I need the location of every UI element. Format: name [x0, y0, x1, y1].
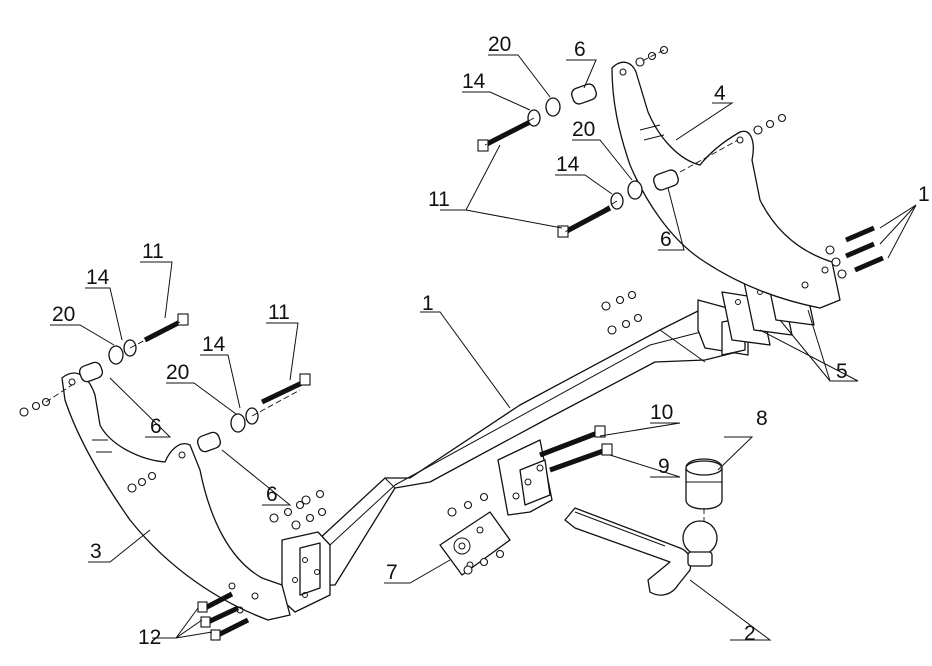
bolt-11-mid-left [260, 373, 311, 405]
socket-plate [439, 511, 511, 576]
callout-14-left-mid: 14 [202, 333, 226, 356]
left-bracket [61, 372, 291, 621]
washers [108, 97, 643, 433]
callout-20-left-top: 20 [52, 303, 75, 326]
callout-14-mid-right: 14 [556, 153, 580, 176]
assembly-lines [45, 49, 739, 521]
callout-6-left-lower: 6 [150, 415, 162, 438]
leader-lines [50, 54, 917, 641]
callout-20-top-right: 20 [488, 33, 511, 56]
callout-11-left-mid: 11 [268, 301, 290, 324]
callout-6-top-right: 6 [574, 38, 586, 61]
right-bracket [611, 61, 841, 309]
callout-14-top-right: 14 [462, 70, 486, 93]
callout-5: 5 [836, 360, 848, 383]
bolt-9 [549, 443, 613, 473]
callout-2: 2 [744, 622, 756, 645]
callout-8: 8 [756, 407, 768, 430]
callout-1: 1 [422, 292, 434, 315]
callout-3: 3 [90, 540, 102, 563]
bolts-12 [197, 591, 250, 641]
callout-10: 10 [650, 401, 673, 424]
callout-20-left-mid: 20 [166, 361, 189, 384]
callout-12: 12 [138, 626, 161, 649]
bolt-10 [539, 425, 606, 458]
callout-11-left-top: 11 [142, 240, 164, 263]
callout-6-mid-right: 6 [660, 228, 672, 251]
callout-9: 9 [658, 455, 670, 478]
bolt-11-top-right [477, 119, 532, 152]
bolt-11-top-left [143, 313, 189, 343]
center-mount-tab [497, 439, 553, 516]
callout-7: 7 [386, 561, 398, 584]
callout-4: 4 [714, 82, 726, 105]
nut-clusters [19, 45, 847, 575]
bolts-right-1 [845, 225, 884, 273]
callout-labels: 1 2 3 4 5 6 6 6 6 7 8 9 10 11 11 11 12 1… [52, 33, 930, 649]
callout-6-left-mid: 6 [266, 483, 278, 506]
beam-left-end-plate [281, 531, 331, 613]
callout-20-mid-right: 20 [572, 118, 595, 141]
ball-neck [564, 507, 718, 596]
callout-14-left-top: 14 [86, 266, 110, 289]
ball-cover [685, 458, 723, 510]
bolt-11-mid-right [557, 205, 612, 238]
spacer-tubes [78, 83, 679, 453]
callout-11-right: 11 [428, 188, 450, 211]
callout-right-edge: 1 [918, 183, 930, 206]
